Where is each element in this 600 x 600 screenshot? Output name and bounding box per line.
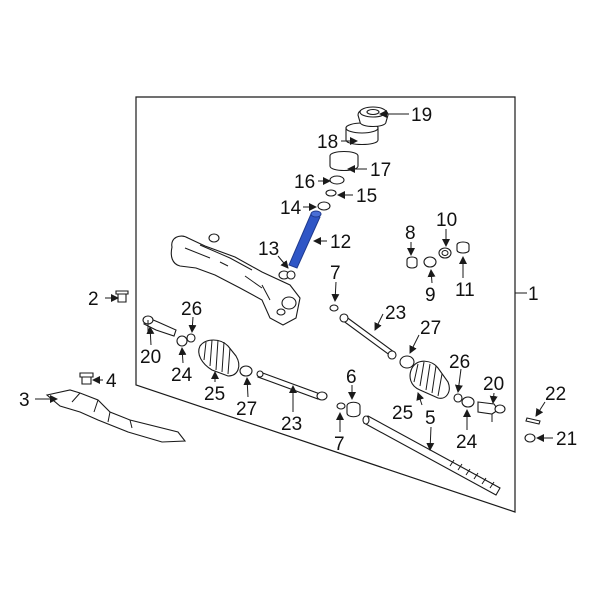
callout-5: 5 — [425, 408, 436, 429]
callout-19: 19 — [411, 105, 432, 126]
nut-right — [461, 396, 475, 408]
callout-7-lower: 7 — [334, 434, 345, 455]
pinion-shaft-highlighted — [288, 210, 322, 269]
callout-11: 11 — [455, 280, 475, 301]
bolt-4 — [79, 372, 94, 385]
boot-right — [409, 360, 450, 399]
bolt-2 — [115, 290, 129, 303]
inner-tie-rod-right — [339, 313, 397, 360]
callout-10: 10 — [436, 210, 457, 231]
callout-24-left: 24 — [171, 365, 193, 386]
callout-7-upper: 7 — [330, 263, 341, 284]
callout-12: 12 — [330, 232, 351, 253]
callout-20-right: 20 — [483, 374, 504, 395]
nut-left — [176, 335, 188, 347]
callout-17: 17 — [370, 160, 391, 181]
part-6-bushing — [346, 401, 361, 418]
callout-1: 1 — [528, 284, 539, 305]
callout-27-left: 27 — [236, 399, 257, 420]
callout-18: 18 — [317, 132, 338, 153]
tie-rod-end-right — [477, 401, 506, 422]
heat-shield-3 — [45, 389, 187, 443]
callout-26-right: 26 — [449, 352, 470, 373]
callout-23-right: 23 — [385, 303, 406, 324]
callout-27-right: 27 — [420, 318, 441, 339]
part-22-pin — [525, 417, 541, 425]
assembly-frame — [135, 96, 516, 513]
part-13-ring — [286, 270, 296, 280]
callout-3: 3 — [19, 390, 30, 411]
callout-8: 8 — [405, 223, 416, 244]
callout-25-right: 25 — [392, 403, 413, 424]
boot-left — [198, 339, 240, 377]
callout-15: 15 — [356, 186, 377, 207]
part-7-upper-ring — [329, 304, 339, 312]
part-7-lower-ring — [336, 402, 346, 410]
callout-14: 14 — [280, 198, 302, 219]
callout-4: 4 — [106, 371, 117, 392]
leader-lines — [35, 110, 553, 451]
callout-2: 2 — [88, 289, 99, 310]
callout-20-left: 20 — [140, 347, 161, 368]
callout-6: 6 — [346, 367, 357, 388]
part-21-nut — [524, 433, 536, 443]
callout-13: 13 — [258, 239, 279, 260]
callout-labels: 1 2 3 4 5 6 7 7 8 9 10 11 12 13 14 15 16… — [19, 105, 577, 455]
callout-16: 16 — [294, 172, 315, 193]
callout-22: 22 — [545, 384, 566, 405]
boot-clamp-right — [399, 355, 415, 369]
callout-25-left: 25 — [204, 384, 225, 405]
bushings-8-11 — [406, 241, 470, 269]
boot-clamp-left — [239, 365, 253, 377]
callout-24-right: 24 — [456, 432, 478, 453]
callout-21: 21 — [556, 429, 577, 450]
callout-26-left: 26 — [181, 299, 202, 320]
washer-26-left — [186, 333, 196, 343]
tie-rod-end-left — [142, 315, 177, 337]
callout-9: 9 — [425, 285, 436, 306]
rack-bar — [362, 415, 501, 496]
washer-26-right — [453, 393, 463, 403]
inner-tie-rod-left — [256, 370, 328, 401]
callout-23-left: 23 — [281, 414, 302, 435]
